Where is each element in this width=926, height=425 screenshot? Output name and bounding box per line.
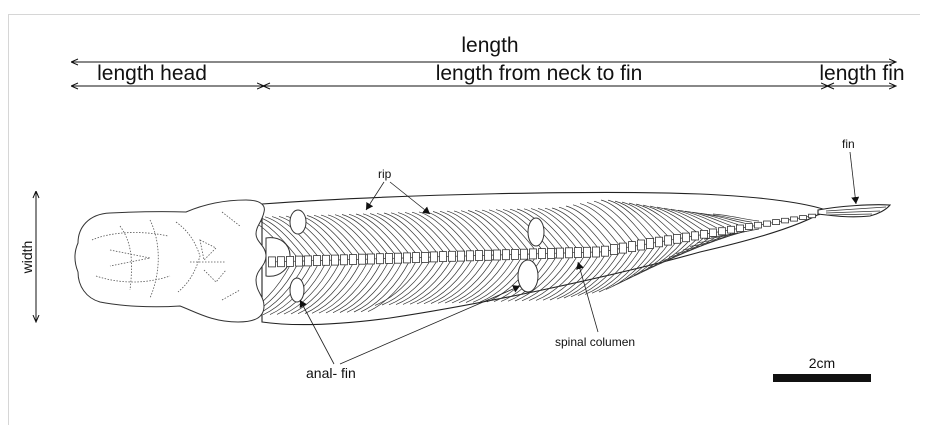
anal-fin-bone-right	[518, 260, 538, 292]
vertebra	[440, 252, 447, 262]
vertebra	[278, 257, 285, 267]
anal-fin-bone-left	[290, 278, 304, 302]
vertebra	[296, 256, 303, 266]
width-label: width	[19, 241, 35, 275]
vertebra	[350, 255, 357, 265]
vertebra	[395, 253, 402, 263]
vertebra	[341, 255, 348, 265]
vertebra	[791, 217, 798, 221]
vertebra	[584, 247, 591, 257]
vertebra	[746, 224, 753, 230]
vertebra	[494, 250, 501, 260]
skull-outline	[75, 200, 266, 322]
pectoral-fin-bone	[290, 210, 306, 234]
anal-fin-label: anal- fin	[306, 365, 356, 381]
vertebra	[386, 253, 393, 263]
spinal-column-label: spinal columen	[555, 335, 635, 349]
vertebra	[566, 248, 573, 258]
vertebra	[737, 225, 744, 231]
vertebra	[305, 256, 312, 266]
vertebra	[530, 249, 537, 259]
vertebra	[611, 245, 618, 255]
fin-label: fin	[842, 137, 855, 151]
vertebra	[422, 252, 429, 262]
vertebra	[512, 249, 519, 259]
vertebra	[413, 253, 420, 263]
vertebra	[638, 240, 645, 250]
length-neck-to-fin-label: length from neck to fin	[436, 62, 643, 85]
vertebra	[557, 248, 564, 258]
vertebra	[269, 257, 276, 267]
vertebra	[485, 250, 492, 260]
vertebra	[728, 226, 735, 233]
vertebra	[782, 218, 789, 223]
vertebra	[665, 236, 672, 245]
length-fin-label: length fin	[819, 62, 904, 85]
vertebra	[800, 216, 807, 220]
dorsal-bone	[528, 218, 544, 246]
vertebra	[359, 254, 366, 264]
vertebra	[755, 222, 762, 228]
vertebra	[710, 229, 717, 237]
vertebra	[809, 214, 816, 218]
vertebra	[539, 249, 546, 259]
vertebra	[458, 251, 465, 261]
vertebra	[629, 242, 636, 252]
vertebra	[521, 249, 528, 259]
vertebra	[368, 254, 375, 264]
vertebra	[467, 251, 474, 261]
vertebra	[719, 228, 726, 235]
vertebra	[575, 248, 582, 258]
vertebra	[332, 255, 339, 265]
vertebra	[647, 239, 654, 249]
length-label: length	[461, 34, 518, 57]
vertebra	[323, 255, 330, 265]
vertebra	[314, 256, 321, 266]
vertebra	[476, 251, 483, 261]
vertebra	[377, 254, 384, 264]
vertebra	[548, 248, 555, 258]
vertebra	[683, 233, 690, 242]
vertebra	[656, 237, 663, 247]
vertebra	[692, 232, 699, 240]
vertebra	[431, 252, 438, 262]
fin-leader	[850, 152, 856, 204]
vertebra	[503, 250, 510, 260]
vertebra	[449, 251, 456, 261]
scale-bar-label: 2cm	[809, 355, 835, 371]
vertebra	[620, 243, 627, 253]
vertebra	[404, 253, 411, 263]
length-head-label: length head	[97, 62, 207, 85]
rip-label: rip	[378, 167, 392, 181]
vertebra	[674, 234, 681, 243]
scale-bar	[773, 374, 871, 382]
vertebra	[593, 247, 600, 257]
vertebra	[287, 256, 294, 266]
vertebra	[701, 230, 708, 238]
vertebra	[602, 246, 609, 256]
vertebra	[773, 220, 780, 225]
vertebra	[764, 221, 771, 226]
